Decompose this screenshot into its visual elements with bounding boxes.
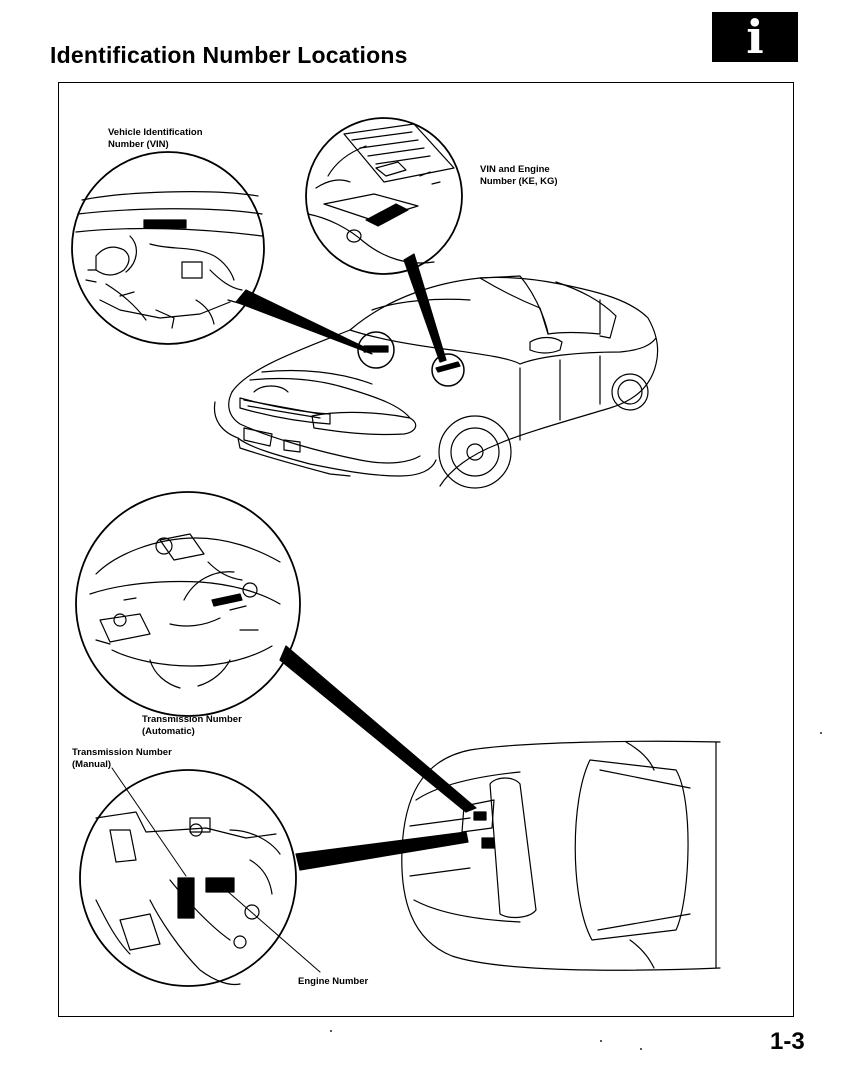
vin-detail-circle [71, 151, 265, 345]
illustration-frame [58, 82, 794, 1017]
page-title: Identification Number Locations [50, 42, 408, 68]
car-top-view [401, 740, 721, 971]
transmission-manual-callout-wedge [295, 831, 469, 871]
transmission-manual-detail-circle [79, 769, 297, 987]
vin-engine-label: VIN and Engine Number (KE, KG) [480, 164, 558, 187]
info-icon: i [712, 12, 798, 62]
transmission-auto-callout-wedge [279, 645, 477, 813]
info-glyph: i [746, 10, 764, 64]
transmission-auto-detail-circle [75, 491, 301, 717]
vin-engine-detail-circle [305, 117, 463, 275]
engine-number-label: Engine Number [298, 976, 369, 987]
page-number: 1-3 [770, 1028, 805, 1055]
transmission-auto-label: Transmission Number (Automatic) [142, 714, 242, 737]
car-illustration [213, 275, 659, 489]
vin-engine-callout-wedge [403, 253, 447, 363]
vin-callout-wedge [235, 289, 373, 355]
transmission-manual-label: Transmission Number (Manual) [72, 747, 172, 770]
vin-label: Vehicle Identification Number (VIN) [108, 127, 203, 150]
